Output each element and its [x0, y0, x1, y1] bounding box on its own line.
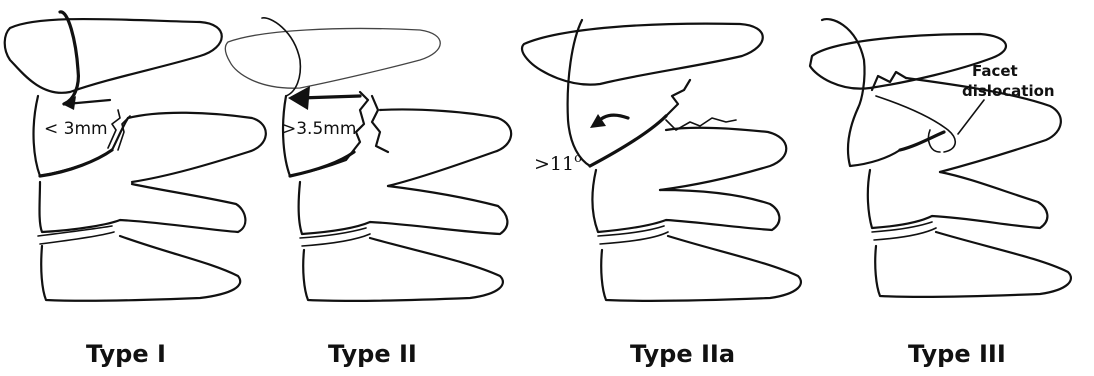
type-1-upper-vertebra	[5, 12, 222, 104]
type-1-measurement: < 3mm	[44, 119, 108, 139]
type-3-c3-body	[868, 170, 1048, 240]
type-2a-angle-value: >11	[534, 153, 574, 175]
type-2a-c4-body	[601, 236, 801, 301]
panel-type-3: Facet dislocation	[810, 19, 1071, 297]
caption-type-3: Type III	[908, 340, 1006, 368]
type-3-annotation-line-2: dislocation	[962, 82, 1055, 100]
type-2-c2-body	[283, 92, 511, 186]
type-2a-c2-body	[568, 20, 787, 190]
panel-type-2a: >11o	[522, 20, 801, 301]
type-2a-upper-vertebra	[522, 24, 763, 85]
type-1-c2-body	[34, 96, 266, 182]
type-2-upper-vertebra	[225, 18, 440, 96]
type-2-measurement: >3.5mm	[282, 119, 356, 139]
type-2a-measurement: >11o	[534, 151, 582, 175]
type-3-annotation-line-1: Facet	[972, 62, 1018, 80]
type-2-c3-body	[299, 182, 508, 246]
type-2a-degree-mark: o	[574, 151, 582, 166]
type-3-annotation-leader-line	[958, 100, 984, 134]
type-1-arrowhead	[62, 96, 76, 110]
type-3-c4-body	[875, 232, 1071, 297]
type-1-c4-body	[41, 236, 240, 301]
panel-type-2: >3.5mm	[225, 18, 511, 301]
type-2-c4-body	[303, 238, 503, 301]
caption-type-2a: Type IIa	[630, 340, 735, 368]
caption-type-1: Type I	[86, 340, 166, 368]
type-2-arrowhead	[288, 86, 310, 110]
caption-type-2: Type II	[328, 340, 417, 368]
type-1-c3-body	[38, 182, 245, 244]
type-2a-c3-body	[592, 170, 779, 244]
